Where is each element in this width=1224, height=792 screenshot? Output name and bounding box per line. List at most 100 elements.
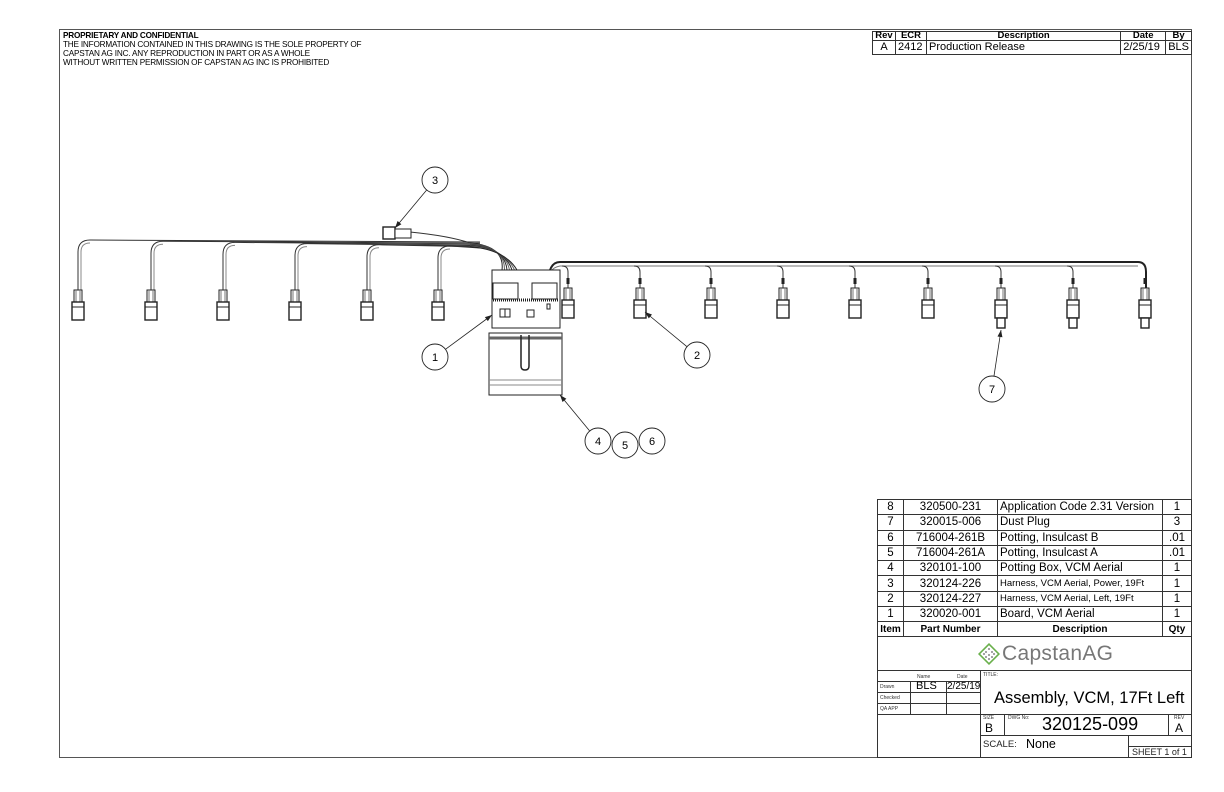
harness-branch [561,265,569,288]
harness-branch [80,242,91,290]
bom-description: Potting Box, VCM Aerial [997,560,1163,577]
drawing-title: Assembly, VCM, 17Ft Left [994,689,1185,707]
connector [431,289,445,321]
size-label: SIZE [983,715,995,721]
connector [288,289,302,321]
dwg-no-label: DWG No: [1008,715,1030,721]
bom-qty: 1 [1162,606,1192,623]
vcm-board [491,269,561,329]
power-connector [382,226,396,240]
scale-label: SCALE: [983,739,1017,750]
bom-description: Application Code 2.31 Version [997,498,1163,516]
bom-item: 2 [877,590,904,608]
arrowhead-icon [645,312,652,319]
drawing-border [59,29,1192,758]
connector [921,287,935,319]
bom-part-number: 716004-261A [903,544,998,562]
bom-qty: 1 [1162,498,1192,516]
potting-box [488,332,563,396]
balloon-number: 6 [649,436,655,448]
harness-branch [704,265,712,288]
harness-branch [776,265,784,288]
drawing-revision: A [1175,721,1184,735]
item-balloon-6: 6 [638,427,666,455]
scale-value: None [1026,737,1056,751]
harness-branch [297,246,308,290]
harness-branch [440,248,451,290]
part-number-header: Part Number [903,621,998,638]
connector [360,289,374,321]
date-label: Date [957,674,968,680]
bom-qty: 3 [1162,514,1192,531]
qty-header: Qty [1162,621,1192,638]
connector [704,287,718,319]
notice-heading: PROPRIETARY AND CONFIDENTIAL [63,31,199,40]
item-balloon-3: 3 [394,166,449,229]
rev-label: REV [1174,715,1185,721]
bom-part-number: 320020-001 [903,606,998,623]
item-balloon-2: 2 [644,311,711,369]
notice-line: CAPSTAN AG INC. ANY REPRODUCTION IN PART… [63,49,310,58]
drawing-number: 320125-099 [1042,714,1139,734]
title-block: CapstanAG Name Date Drawn Checked QA APP… [877,637,1192,758]
sheet-size: B [985,721,994,735]
bom-qty: 1 [1162,560,1192,577]
connector [144,289,158,321]
harness-branch [1066,265,1074,288]
sheet-number: SHEET 1 of 1 [1132,747,1187,757]
bom-description: Harness, VCM Aerial, Power, 19Ft [997,575,1163,592]
harness-branch [437,245,481,290]
date-cell: 2/25/19 [1120,40,1167,55]
confidentiality-notice: PROPRIETARY AND CONFIDENTIAL THE INFORMA… [63,31,362,67]
bom-qty: 1 [1162,575,1192,592]
bom-description: Potting, Insulcast A [997,544,1163,562]
bom-item: 5 [877,544,904,562]
bom-item: 1 [877,606,904,623]
bom-part-number: 320500-231 [903,498,998,516]
connector-with-dust-plug [1066,287,1080,329]
drawn-name: BLS [916,680,937,692]
revision-table: Rev ECR Description Date By A 2412 Produ… [872,31,1192,55]
company-logo: CapstanAG [978,642,1113,666]
arrowhead-icon [484,315,492,322]
capstan-diamond-icon [978,643,1000,665]
connector [216,289,230,321]
bom-qty: .01 [1162,544,1192,562]
harness-branch [225,244,236,290]
bom-part-number: 320124-226 [903,575,998,592]
item-balloon-1: 1 [421,314,493,371]
bom-part-number: 716004-261B [903,529,998,546]
connector [776,287,790,319]
harness-trunk [544,265,1138,286]
qa-label: QA APP [880,706,899,712]
harness-branch [222,241,481,290]
power-lead [409,231,471,244]
bom-description: Dust Plug [997,514,1163,531]
item-balloon-5: 5 [611,431,639,459]
bom-qty: 1 [1162,590,1192,608]
power-connector [394,228,412,239]
item-balloon-4: 4 [559,394,612,455]
item-balloon-7: 7 [978,329,1006,403]
bom-description: Harness, VCM Aerial, Left, 19Ft [997,590,1163,608]
balloon-number: 1 [432,352,438,364]
bom-part-number: 320015-006 [903,514,998,531]
leader-line [394,189,427,229]
revision-row: A 2412 Production Release 2/25/19 BLS [872,40,1192,55]
harness-drawing [71,226,1152,329]
by-cell: BLS [1165,40,1192,55]
description-header: Description [997,621,1163,638]
bom-item: 6 [877,529,904,546]
bom-item: 3 [877,575,904,592]
connector [561,287,575,319]
harness-branch [150,240,481,290]
title-label: TITLE: [983,672,999,678]
drawn-date: 2/25/19 [947,681,981,692]
